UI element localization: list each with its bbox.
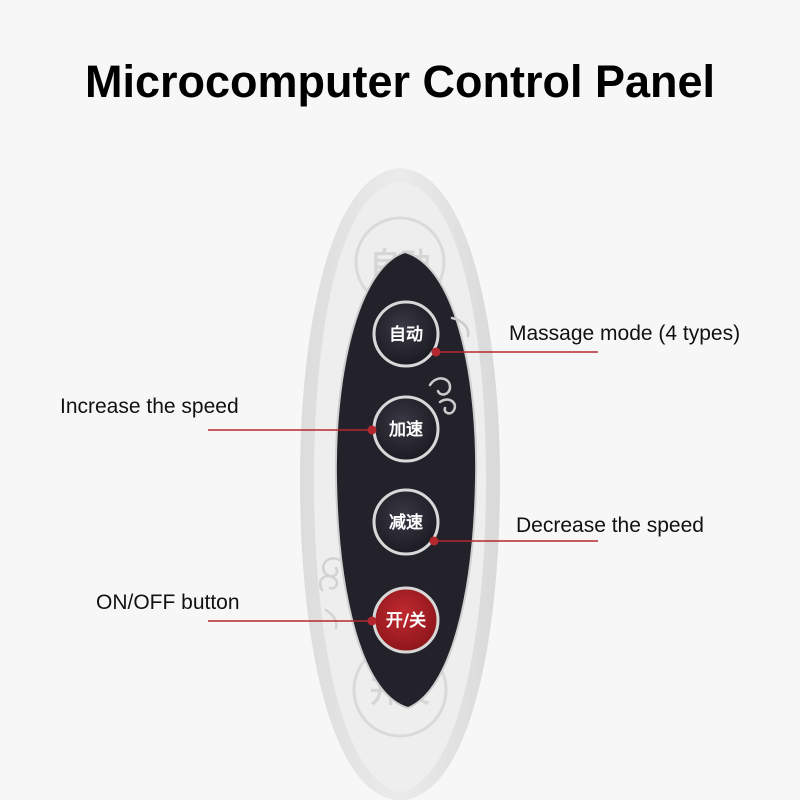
swirl-ornament-icon: [318, 557, 342, 630]
callout-decrease-speed: Decrease the speed: [516, 514, 704, 537]
callout-massage-mode: Massage mode (4 types): [509, 322, 741, 345]
power-button[interactable]: 开/关: [372, 586, 440, 654]
speed-down-button-label: 减速: [389, 512, 423, 533]
leader-dot-increase-speed: [367, 425, 377, 435]
auto-button-label: 自动: [389, 324, 423, 345]
leader-dot-massage-mode: [431, 347, 441, 357]
power-button-label: 开/关: [386, 610, 426, 631]
speed-up-button[interactable]: 加速: [372, 395, 440, 463]
speed-up-button-label: 加速: [388, 419, 423, 440]
speed-down-button[interactable]: 减速: [372, 488, 440, 556]
callout-increase-speed: Increase the speed: [60, 395, 239, 418]
leader-lines: [208, 347, 598, 626]
dark-control-panel: [334, 250, 478, 710]
page-title: Microcomputer Control Panel: [84, 56, 716, 107]
leader-dot-decrease-speed: [429, 536, 439, 546]
leader-dot-on-off: [367, 616, 377, 626]
callout-on-off: ON/OFF button: [96, 591, 240, 614]
swirl-ornament-icon: [428, 316, 470, 415]
auto-button[interactable]: 自动: [372, 300, 440, 368]
